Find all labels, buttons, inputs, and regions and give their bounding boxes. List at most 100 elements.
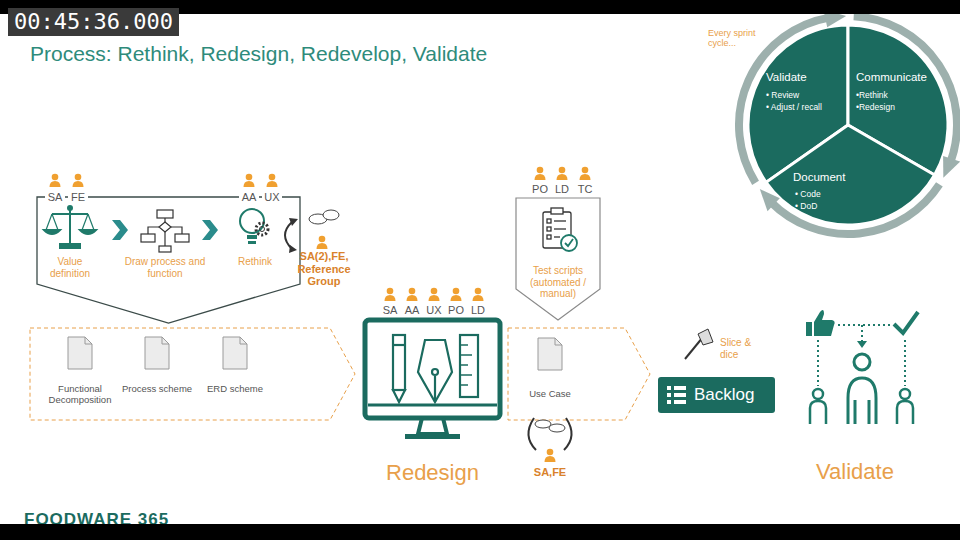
node-text: Backlog (694, 385, 774, 405)
flowchart-icon (175, 234, 189, 242)
role-person-icons (429, 288, 440, 301)
flowchart-icon (148, 227, 159, 234)
monitor-drawing-tools (368, 335, 497, 405)
validate-illustration (810, 401, 826, 424)
monitor-stand (418, 418, 447, 434)
node-text: Use Case (515, 389, 585, 400)
rethink-frame: Value definitionDraw process and functio… (36, 196, 301, 324)
role-person-icons (317, 236, 328, 249)
document-item-shape (195, 336, 275, 412)
role-person-icons (535, 167, 546, 180)
cycle-segment-shape (748, 25, 948, 225)
node-text: Document (793, 171, 878, 184)
frame-outline (516, 198, 600, 320)
dashed-chevron-frames (508, 328, 650, 420)
list-icon (667, 386, 671, 390)
sheet-fold (162, 337, 169, 344)
sheet-outline (145, 337, 169, 369)
scale-icon (60, 244, 80, 248)
scale-icon (68, 206, 72, 210)
validate-illustration (897, 401, 913, 424)
role-person-icons (50, 174, 61, 187)
monitor-drawing-tools (418, 340, 452, 402)
node-text: • DoD (795, 202, 880, 212)
role-code: PO (446, 304, 466, 317)
clipboard-icon (554, 220, 566, 221)
node-text: Value definition (40, 256, 100, 279)
monitor-drawing-tools (393, 335, 405, 390)
role-code: AA (402, 304, 422, 317)
frame-outline (37, 197, 300, 323)
monitor-drawing-tools (393, 344, 405, 346)
clipboard-icon (551, 208, 563, 214)
role-person-icons (557, 167, 568, 180)
monitor-screen (365, 320, 500, 418)
flowchart-icon (157, 210, 173, 218)
scale-icon (80, 230, 96, 234)
scale-icon (52, 213, 88, 215)
arrow-head (943, 156, 960, 178)
validate-illustration (806, 322, 812, 336)
sheet-fold (240, 337, 247, 344)
lightbulb-gear-icon (260, 227, 265, 232)
sheet-outline (538, 338, 562, 370)
sheet-fold (85, 337, 92, 344)
group-note: SA(2),FE, Reference Group (295, 250, 353, 288)
document-item: Functional Decomposition (40, 336, 120, 412)
node-text: •Rethink (856, 91, 941, 101)
node-text: • Code (795, 190, 880, 200)
scale-icon (44, 230, 60, 234)
discussion-loop-icon (289, 245, 297, 253)
validate-illustration (848, 378, 876, 424)
axe-icon (685, 329, 713, 359)
chevron-arrows (202, 220, 218, 240)
validate-illustration (894, 312, 918, 333)
role-code: LD (468, 304, 488, 317)
dashed-chevron-frames (30, 328, 650, 420)
node-text: • Review (766, 91, 851, 101)
node-text: Redesign (360, 460, 505, 485)
use-case-discussion-icon (564, 418, 572, 450)
clipboard-icon (547, 227, 551, 231)
discussion-loop-icon (289, 218, 298, 226)
list-icon (667, 400, 671, 404)
group-note: SA,FE (525, 466, 575, 479)
role-code: AA (239, 191, 259, 204)
validate-illustration (814, 310, 835, 336)
role-code: LD (552, 183, 572, 196)
cycle-segment: Document • Code • DoD (748, 25, 948, 225)
node-text: • Adjust / recall (766, 103, 851, 113)
document-item: Process scheme (117, 336, 197, 412)
validate-illustration (857, 341, 867, 348)
flowchart-icon (171, 227, 182, 234)
node-text: ERD scheme (195, 384, 275, 395)
cycle-note: Every sprint cycle... (708, 28, 763, 49)
node-text: •Redesign (856, 103, 941, 113)
role-code: FE (68, 191, 88, 204)
role-person-icons (50, 167, 591, 462)
monitor-drawing-tools (460, 345, 472, 385)
validate-illustration (806, 310, 918, 424)
document-item: ERD scheme (195, 336, 275, 412)
axe-icon (698, 329, 713, 345)
list-icon (674, 386, 686, 390)
dashed-chevron-frames (30, 328, 355, 420)
clipboard-icon (554, 236, 560, 237)
node-text: Process scheme (117, 384, 197, 395)
action-note: Slice & dice (720, 337, 762, 360)
node-text: Rethink (225, 256, 285, 268)
role-code: TC (575, 183, 595, 196)
node-text: Test scripts (automated / manual) (519, 265, 597, 300)
clipboard-icon (554, 228, 566, 229)
timestamp: 00:45:36.000 (8, 8, 179, 36)
scale-icon (44, 206, 96, 248)
role-person-icons (73, 174, 84, 187)
validate-illustration (813, 389, 823, 399)
monitor-drawing-tools (460, 335, 478, 397)
list-icon (667, 393, 671, 397)
document-sheet (145, 337, 169, 369)
